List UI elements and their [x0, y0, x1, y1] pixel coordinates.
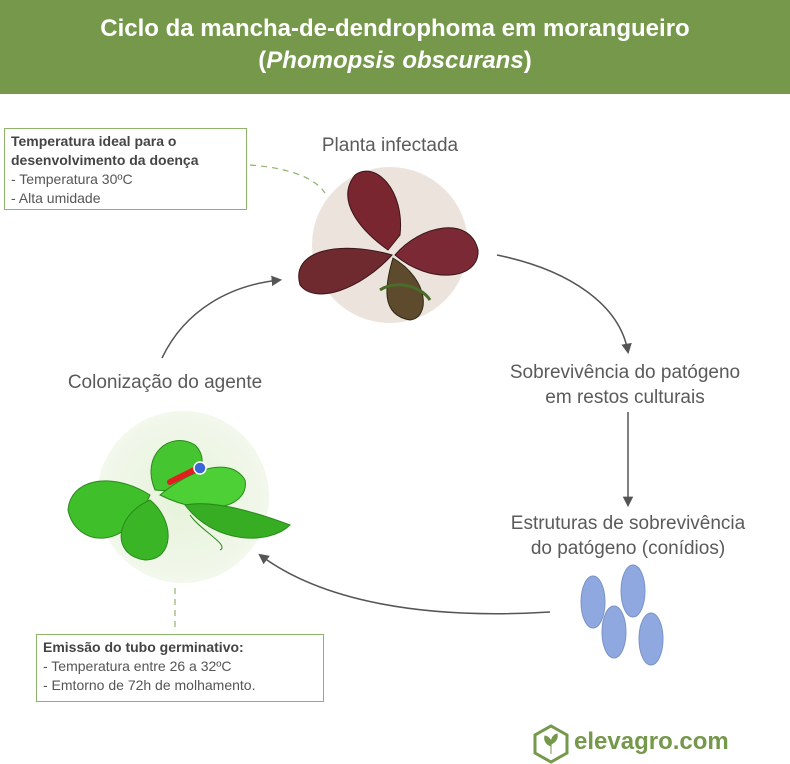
- title-line-1: Ciclo da mancha-de-dendrophoma em morang…: [100, 15, 690, 42]
- elevagro-hexagon-icon: [533, 724, 569, 764]
- elevagro-wordmark: elevagro.com: [574, 728, 729, 756]
- infected-leaf-icon: [298, 170, 479, 321]
- emission-temperature-item: - Temperatura entre 26 a 32ºC: [43, 658, 232, 674]
- emission-info-box: Emissão do tubo germinativo: - Temperatu…: [36, 634, 324, 702]
- conidia-icon: [580, 564, 664, 666]
- pathogen-name: Phomopsis obscurans: [266, 47, 524, 74]
- emission-heading: Emissão do tubo germinativo:: [43, 639, 244, 655]
- stage-survival-line1: Sobrevivência do patógeno: [509, 362, 741, 383]
- title-paren-close: ): [523, 47, 532, 74]
- temperature-connector: [249, 164, 326, 194]
- temperature-item: - Temperatura 30ºC: [11, 171, 133, 187]
- title-paren-open: (: [258, 47, 267, 74]
- logo-part-com: .com: [672, 728, 729, 755]
- arrow-colonization-to-plant: [161, 275, 283, 359]
- arrow-plant-to-survival: [496, 254, 632, 355]
- title-banner: Ciclo da mancha-de-dendrophoma em morang…: [0, 0, 790, 94]
- emission-wetness-item: - Emtorno de 72h de molhamento.: [43, 677, 256, 693]
- temperature-heading-1: Temperatura ideal para o: [11, 133, 177, 149]
- stage-structures-line1: Estruturas de sobrevivência: [510, 513, 746, 534]
- temperature-info-box: Temperatura ideal para o desenvolvimento…: [4, 128, 247, 210]
- temperature-heading-2: desenvolvimento da doença: [11, 152, 199, 168]
- stage-survival: Sobrevivência do patógeno em restos cult…: [470, 360, 780, 410]
- stage-structures: Estruturas de sobrevivência do patógeno …: [468, 511, 788, 561]
- humidity-item: - Alta umidade: [11, 190, 101, 206]
- stage-infected-plant: Planta infectada: [321, 135, 459, 156]
- arrow-structures-to-colonization: [258, 553, 551, 615]
- healthy-leaf-icon: [67, 440, 291, 561]
- logo-part-agro: agro: [620, 728, 673, 755]
- title-line-2: (Phomopsis obscurans): [0, 47, 790, 75]
- stage-survival-line2: em restos culturais: [545, 387, 705, 408]
- stage-structures-line2: do patógeno (conídios): [530, 538, 726, 559]
- logo-part-elev: elev: [574, 728, 621, 755]
- stage-colonization: Colonização do agente: [67, 372, 263, 393]
